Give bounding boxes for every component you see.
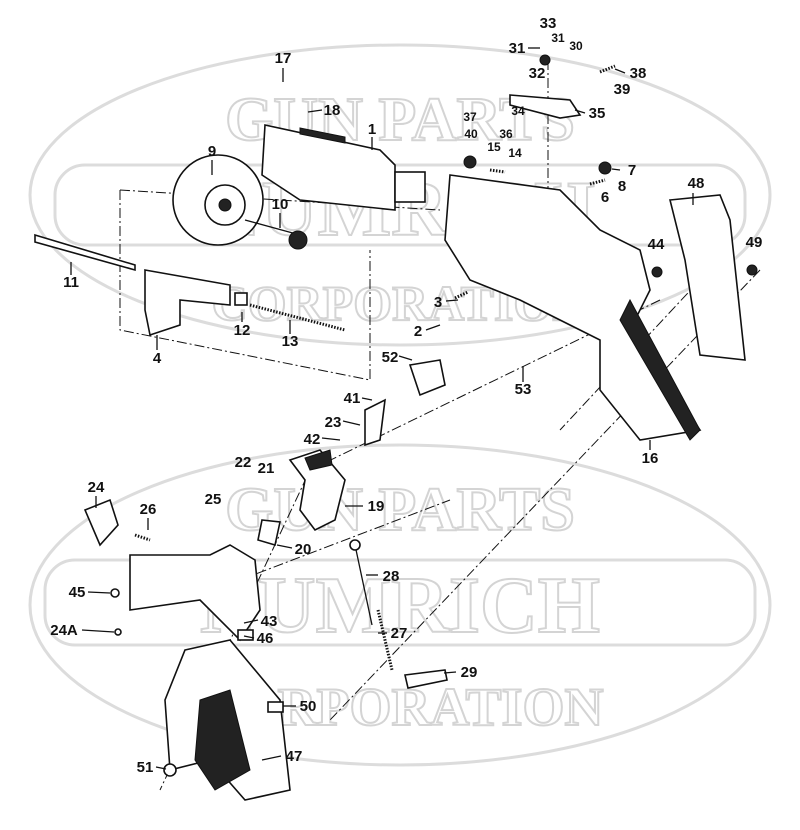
watermark-numrich-2: NUMRICH [200, 562, 600, 650]
label-36: 36 [499, 127, 513, 141]
parts [34, 54, 758, 801]
label-19: 19 [368, 498, 385, 515]
label-32: 32 [529, 65, 546, 82]
part-labels: 33 31 31 30 32 38 39 17 18 1 9 37 34 35 … [50, 15, 762, 776]
label-20: 20 [295, 541, 312, 558]
hammer-nose [509, 94, 582, 119]
label-18: 18 [324, 102, 341, 119]
label-45: 45 [69, 584, 86, 601]
leader-lines [70, 47, 694, 770]
label-6: 6 [601, 189, 609, 206]
label-50: 50 [300, 698, 317, 715]
assembly-lines [119, 60, 761, 791]
label-34: 34 [511, 104, 525, 118]
label-8: 8 [618, 178, 626, 195]
label-10: 10 [272, 196, 289, 213]
label-31-b: 31 [551, 31, 565, 45]
label-24: 24 [88, 479, 105, 496]
label-31: 31 [509, 40, 526, 57]
label-41: 41 [344, 390, 361, 407]
frame [444, 174, 702, 441]
label-25: 25 [205, 491, 222, 508]
label-14: 14 [508, 146, 522, 160]
label-53: 53 [515, 381, 532, 398]
hammer [364, 398, 386, 447]
label-37: 37 [463, 110, 477, 124]
label-29: 29 [461, 664, 478, 681]
label-16: 16 [642, 450, 659, 467]
label-15: 15 [487, 140, 501, 154]
label-24a: 24A [50, 622, 78, 639]
right-grip [668, 194, 746, 361]
left-grip-frame [129, 544, 261, 642]
label-30: 30 [569, 39, 583, 53]
label-11: 11 [63, 274, 79, 291]
label-51: 51 [137, 759, 154, 776]
label-26: 26 [140, 501, 157, 518]
label-38: 38 [630, 65, 647, 82]
label-33: 33 [540, 15, 557, 32]
label-1: 1 [368, 121, 376, 138]
label-40: 40 [464, 127, 478, 141]
label-35: 35 [589, 105, 606, 122]
label-27: 27 [391, 625, 408, 642]
label-43: 43 [261, 613, 278, 630]
label-4: 4 [153, 350, 162, 367]
barrel [261, 124, 396, 211]
label-17: 17 [275, 50, 292, 67]
label-21: 21 [258, 460, 275, 477]
label-44: 44 [648, 236, 665, 253]
crane [144, 269, 231, 337]
label-47: 47 [286, 748, 303, 765]
label-13: 13 [282, 333, 299, 350]
label-49: 49 [746, 234, 763, 251]
label-7: 7 [628, 162, 636, 179]
label-3: 3 [434, 294, 442, 311]
label-48: 48 [688, 175, 705, 192]
label-42: 42 [304, 431, 321, 448]
label-28: 28 [383, 568, 400, 585]
label-52: 52 [382, 349, 399, 366]
watermark-gun-parts-2: GUN PARTS [225, 476, 575, 544]
label-46: 46 [257, 630, 274, 647]
label-22: 22 [235, 454, 252, 471]
label-23: 23 [325, 414, 342, 431]
label-9: 9 [208, 143, 216, 160]
label-39: 39 [614, 81, 631, 98]
label-12: 12 [234, 322, 251, 339]
label-2: 2 [414, 323, 422, 340]
